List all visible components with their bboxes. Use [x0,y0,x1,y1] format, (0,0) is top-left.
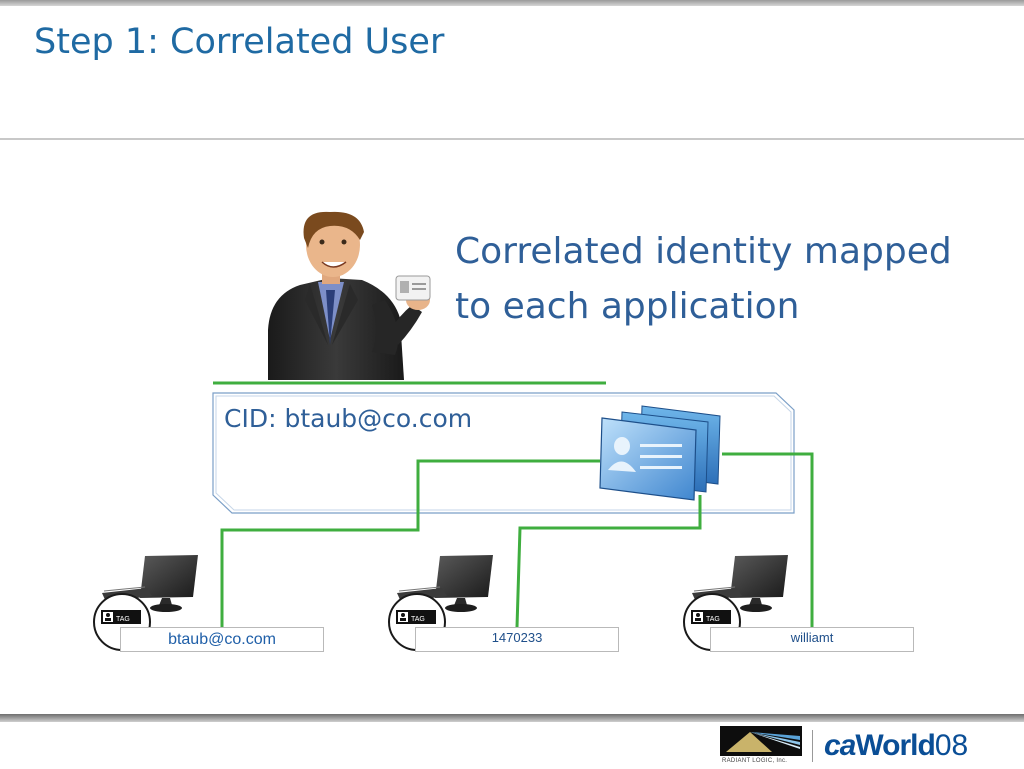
radiant-logic-text: RADIANT LOGIC, Inc. [722,758,788,764]
person-with-id-card-icon [268,211,431,380]
id-tag-icon: TAG [693,612,720,623]
headline: Correlated identity mapped to each appli… [455,224,995,334]
radiant-logic-logo: RADIANT LOGIC, Inc. [720,726,806,766]
tag-text: TAG [411,616,425,623]
id-tag-icon: TAG [103,612,130,623]
world-logo-text: World [855,729,935,762]
app-identity-label-1: btaub@co.com [120,627,324,652]
logo-divider [812,730,813,762]
ca-world-logo: caWorld08 [824,728,968,769]
headline-line-2: to each application [455,286,800,327]
computer-workstation-icon: TAG [683,555,788,651]
headline-line-1: Correlated identity mapped [455,231,952,272]
connector-lines [220,452,814,628]
cid-label: CID: btaub@co.com [224,404,473,433]
tag-text: TAG [706,616,720,623]
ca-logo-text: ca [824,729,856,762]
year-logo-text: 08 [934,729,969,762]
radiant-logic-mark [720,726,802,756]
title-divider [0,138,1024,140]
id-tag-icon: TAG [398,612,425,623]
app-identity-label-3: williamt [710,627,914,652]
slide-title: Step 1: Correlated User [34,22,445,62]
computer-workstation-icon: TAG [388,555,493,651]
id-cards-icon [599,405,721,501]
app-identity-label-2: 1470233 [415,627,619,652]
top-border-bar [0,0,1024,6]
bottom-border-bar [0,714,1024,722]
tag-text: TAG [116,616,130,623]
